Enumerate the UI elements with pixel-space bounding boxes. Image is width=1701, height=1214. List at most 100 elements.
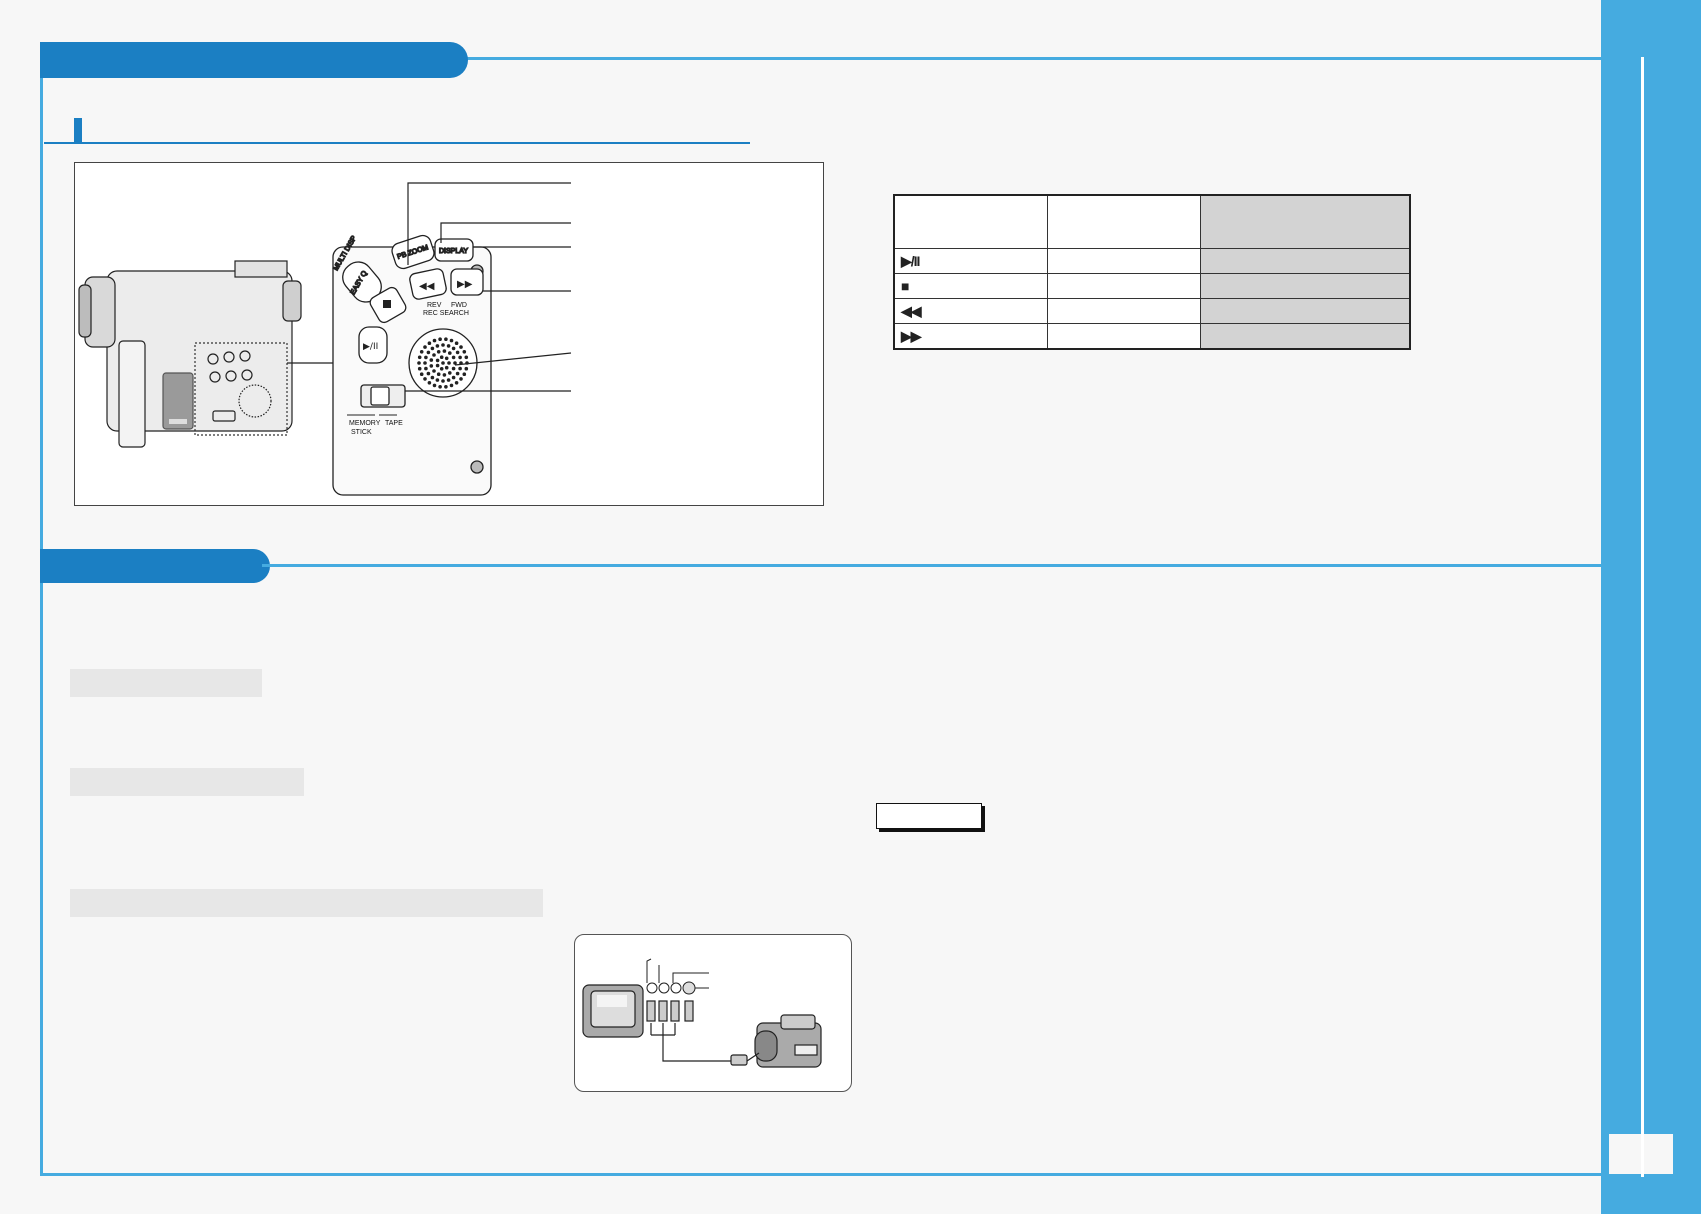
speaker-hole (432, 338, 437, 343)
subsection-bar-2 (70, 768, 304, 796)
tv-connection-panel (574, 934, 852, 1092)
speaker-hole (423, 377, 427, 381)
speaker-hole (424, 366, 428, 371)
button-panel: MULTI DISP EASY Q PB ZOOM DISPLAY ◀◀ (332, 234, 492, 496)
speaker-hole (435, 378, 440, 382)
camcorder-illustration (746, 1014, 822, 1068)
frame-top-line (440, 57, 1644, 60)
speaker-hole (442, 349, 447, 353)
speaker-hole (446, 344, 451, 348)
speaker-hole (438, 385, 442, 389)
rewind-icon: ◀◀ (901, 302, 922, 319)
speaker-hole (459, 345, 463, 349)
speaker-hole (435, 363, 440, 368)
speaker-hole (444, 365, 449, 370)
table-row: ◀◀ (893, 298, 1411, 324)
speaker-hole (430, 346, 435, 351)
speaker-hole (451, 375, 456, 380)
speaker-hole (464, 366, 469, 371)
rev-label: REV (427, 302, 442, 309)
section-2-rule (262, 564, 1604, 567)
stick-label: STICK (351, 429, 372, 436)
speaker-hole (435, 358, 440, 363)
av-callouts (646, 958, 709, 989)
speaker-hole (419, 372, 424, 376)
display-button: DISPLAY (434, 238, 474, 262)
stop-icon: ■ (901, 278, 910, 294)
camcorder-diagram-panel: MULTI DISP EASY Q PB ZOOM DISPLAY ◀◀ (74, 162, 824, 506)
speaker-hole (432, 353, 436, 357)
speaker-hole (424, 355, 428, 360)
pb-zoom-button: PB ZOOM (391, 234, 435, 270)
speaker-hole (451, 355, 456, 360)
memory-tape-switch (360, 384, 406, 408)
speaker-hole (417, 366, 422, 371)
speaker-hole (455, 371, 460, 376)
speaker-hole (453, 361, 457, 365)
speaker-hole (455, 350, 460, 355)
section-header-tab-1 (40, 42, 468, 78)
speaker-hole (426, 371, 431, 376)
svg-text:▶▶: ▶▶ (457, 279, 473, 290)
rewind-button: ◀◀ (409, 268, 447, 300)
tape-label: TAPE (385, 420, 403, 427)
speaker-hole (449, 338, 454, 343)
section-header-tab-2 (40, 549, 270, 583)
speaker-hole (432, 369, 436, 373)
subsection-bar-1 (70, 669, 262, 697)
callout-lines (405, 182, 572, 392)
speaker-hole (459, 377, 463, 381)
fast-forward-button: ▶▶ (450, 268, 484, 296)
speaker-hole (441, 361, 445, 365)
subsection-bar-3 (70, 889, 543, 917)
speaker-hole (444, 337, 448, 341)
subheading-marker (74, 118, 82, 142)
speaker-hole (441, 379, 445, 383)
speaker-hole (432, 383, 437, 388)
speaker-hole (417, 355, 422, 360)
speaker-hole (444, 356, 449, 361)
speaker-hole (447, 361, 451, 365)
speaker-hole (417, 361, 421, 365)
speaker-hole (462, 350, 467, 354)
av-cables (646, 1000, 748, 1066)
speaker-hole (435, 344, 440, 348)
table-row: ▶/II (893, 248, 1411, 274)
speaker-hole (436, 372, 441, 376)
speaker-hole (458, 355, 462, 360)
side-band (1601, 0, 1701, 1214)
speaker-hole (448, 371, 452, 375)
speaker-hole (454, 381, 459, 385)
speaker-hole (462, 372, 467, 376)
fast-forward-icon: ▶▶ (901, 327, 922, 344)
table-header-row (893, 194, 1411, 249)
note-label-box (876, 803, 982, 829)
speaker-hole (427, 381, 432, 385)
speaker-hole (441, 343, 445, 347)
play-pause-icon: ▶/II (901, 252, 920, 269)
svg-text:▶/II: ▶/II (363, 342, 378, 352)
speaker-hole (426, 350, 431, 355)
frame-left-line (40, 72, 43, 1176)
speaker-hole (451, 366, 456, 371)
display-label: DISPLAY (439, 248, 468, 255)
camcorder-body (78, 260, 302, 448)
speaker-hole (442, 373, 447, 377)
speaker-hole (429, 364, 434, 368)
rec-search-label: REC SEARCH (423, 310, 469, 317)
table-row: ■ (893, 273, 1411, 299)
speaker-hole (449, 383, 454, 388)
memory-label: MEMORY (349, 420, 381, 427)
camcorder-diagram: MULTI DISP EASY Q PB ZOOM DISPLAY ◀◀ (78, 182, 572, 496)
frame-right-line (1641, 57, 1644, 1177)
speaker-hole (419, 350, 424, 354)
play-pause-button: ▶/II (358, 326, 388, 364)
speaker-hole (458, 366, 462, 371)
tv-set (582, 984, 644, 1038)
subheading-rule (44, 142, 750, 144)
speaker-hole (439, 367, 444, 371)
speaker-hole (429, 358, 434, 362)
speaker-hole (464, 355, 469, 360)
speaker-hole (427, 341, 432, 345)
speaker-hole (423, 361, 427, 365)
